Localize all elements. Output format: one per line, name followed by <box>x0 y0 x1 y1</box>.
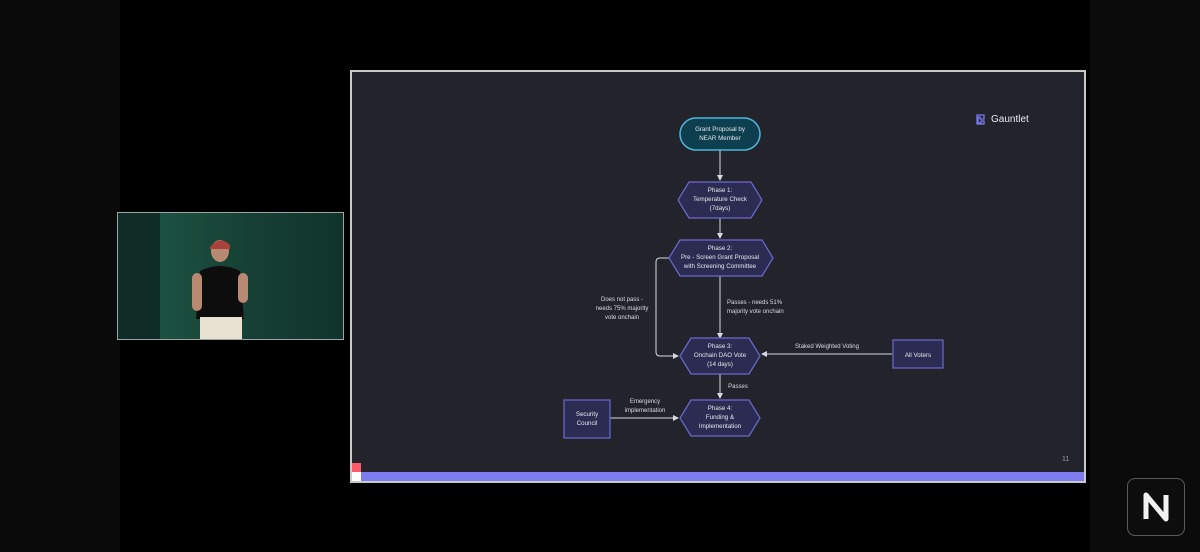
slide-corner-accent <box>352 463 361 472</box>
node-phase-2: Phase 2: Pre - Screen Grant Proposal wit… <box>668 239 774 277</box>
node-phase3-line-2: Onchain DAO Vote <box>694 352 747 359</box>
edge-label-staked-voting: Staked Weighted Voting <box>795 344 859 350</box>
slide-page-number: 11 <box>1062 456 1070 463</box>
node-phase1-line-2: Temperature Check <box>693 196 748 203</box>
node-voters-label: All Voters <box>905 352 931 359</box>
node-start-line-2: NEAR Member <box>699 135 741 142</box>
node-all-voters: All Voters <box>892 339 944 369</box>
node-phase4-line-1: Phase 4: <box>708 405 733 412</box>
brand-header: Gauntlet <box>976 114 1029 125</box>
node-phase3-line-3: (14 days) <box>707 361 733 368</box>
process-flowchart: Grant Proposal by NEAR Member Phase 1: T… <box>563 117 944 439</box>
node-phase-4: Phase 4: Funding & Implementation <box>679 399 761 437</box>
edge-passes51-line-2: majority vote onchain <box>727 309 784 315</box>
video-background-stripe <box>118 213 160 339</box>
node-security-council: Security Council <box>563 399 611 439</box>
edge-label-passes: Passes <box>728 384 748 390</box>
edge-label-not-pass: Does not pass - needs 75% majority vote … <box>596 297 649 321</box>
edge-passes51-line-1: Passes - needs 51% <box>727 300 783 306</box>
flow-edges <box>610 150 892 421</box>
slide-footer-bar <box>361 472 1084 481</box>
node-phase-1: Phase 1: Temperature Check (7days) <box>677 181 763 219</box>
node-phase2-line-3: with Screening Committee <box>683 263 757 270</box>
node-phase-3: Phase 3: Onchain DAO Vote (14 days) <box>679 337 761 375</box>
edge-not-pass-line-2: needs 75% majority <box>596 306 649 312</box>
edge-not-pass-line-1: Does not pass - <box>601 297 643 303</box>
near-n-icon <box>1143 492 1169 522</box>
near-logo-icon <box>1127 478 1185 536</box>
node-start-line-1: Grant Proposal by <box>695 126 746 133</box>
edge-emergency-line-2: implementation <box>625 408 666 414</box>
node-phase4-line-2: Funding & <box>706 414 735 421</box>
slide-corner-white <box>352 472 361 481</box>
edge-label-passes-51: Passes - needs 51% majority vote onchain <box>727 300 784 315</box>
edge-emergency-line-1: Emergency <box>630 399 660 405</box>
node-grant-proposal: Grant Proposal by NEAR Member <box>679 117 761 151</box>
node-council-line-1: Security <box>576 411 599 418</box>
edge-phase2-not-pass-to-phase3 <box>655 257 679 359</box>
speaker-figure <box>192 240 248 339</box>
edge-label-emergency: Emergency implementation <box>625 399 666 414</box>
edge-not-pass-line-3: vote onchain <box>605 315 639 321</box>
node-phase1-line-1: Phase 1: <box>708 187 733 194</box>
presentation-slide: Gauntlet Grant Proposal by NEAR Member <box>350 70 1086 483</box>
left-dark-panel <box>0 0 120 552</box>
node-phase3-line-1: Phase 3: <box>708 343 733 350</box>
node-council-line-2: Council <box>577 420 598 427</box>
node-phase1-line-3: (7days) <box>710 205 731 212</box>
gauntlet-logo-icon <box>976 114 985 125</box>
right-dark-panel <box>1090 0 1200 552</box>
node-phase4-line-3: Implementation <box>699 423 742 430</box>
node-phase2-line-1: Phase 2: <box>708 245 733 252</box>
node-phase2-line-2: Pre - Screen Grant Proposal <box>681 254 759 261</box>
brand-name: Gauntlet <box>991 114 1029 125</box>
speaker-video <box>117 212 344 340</box>
